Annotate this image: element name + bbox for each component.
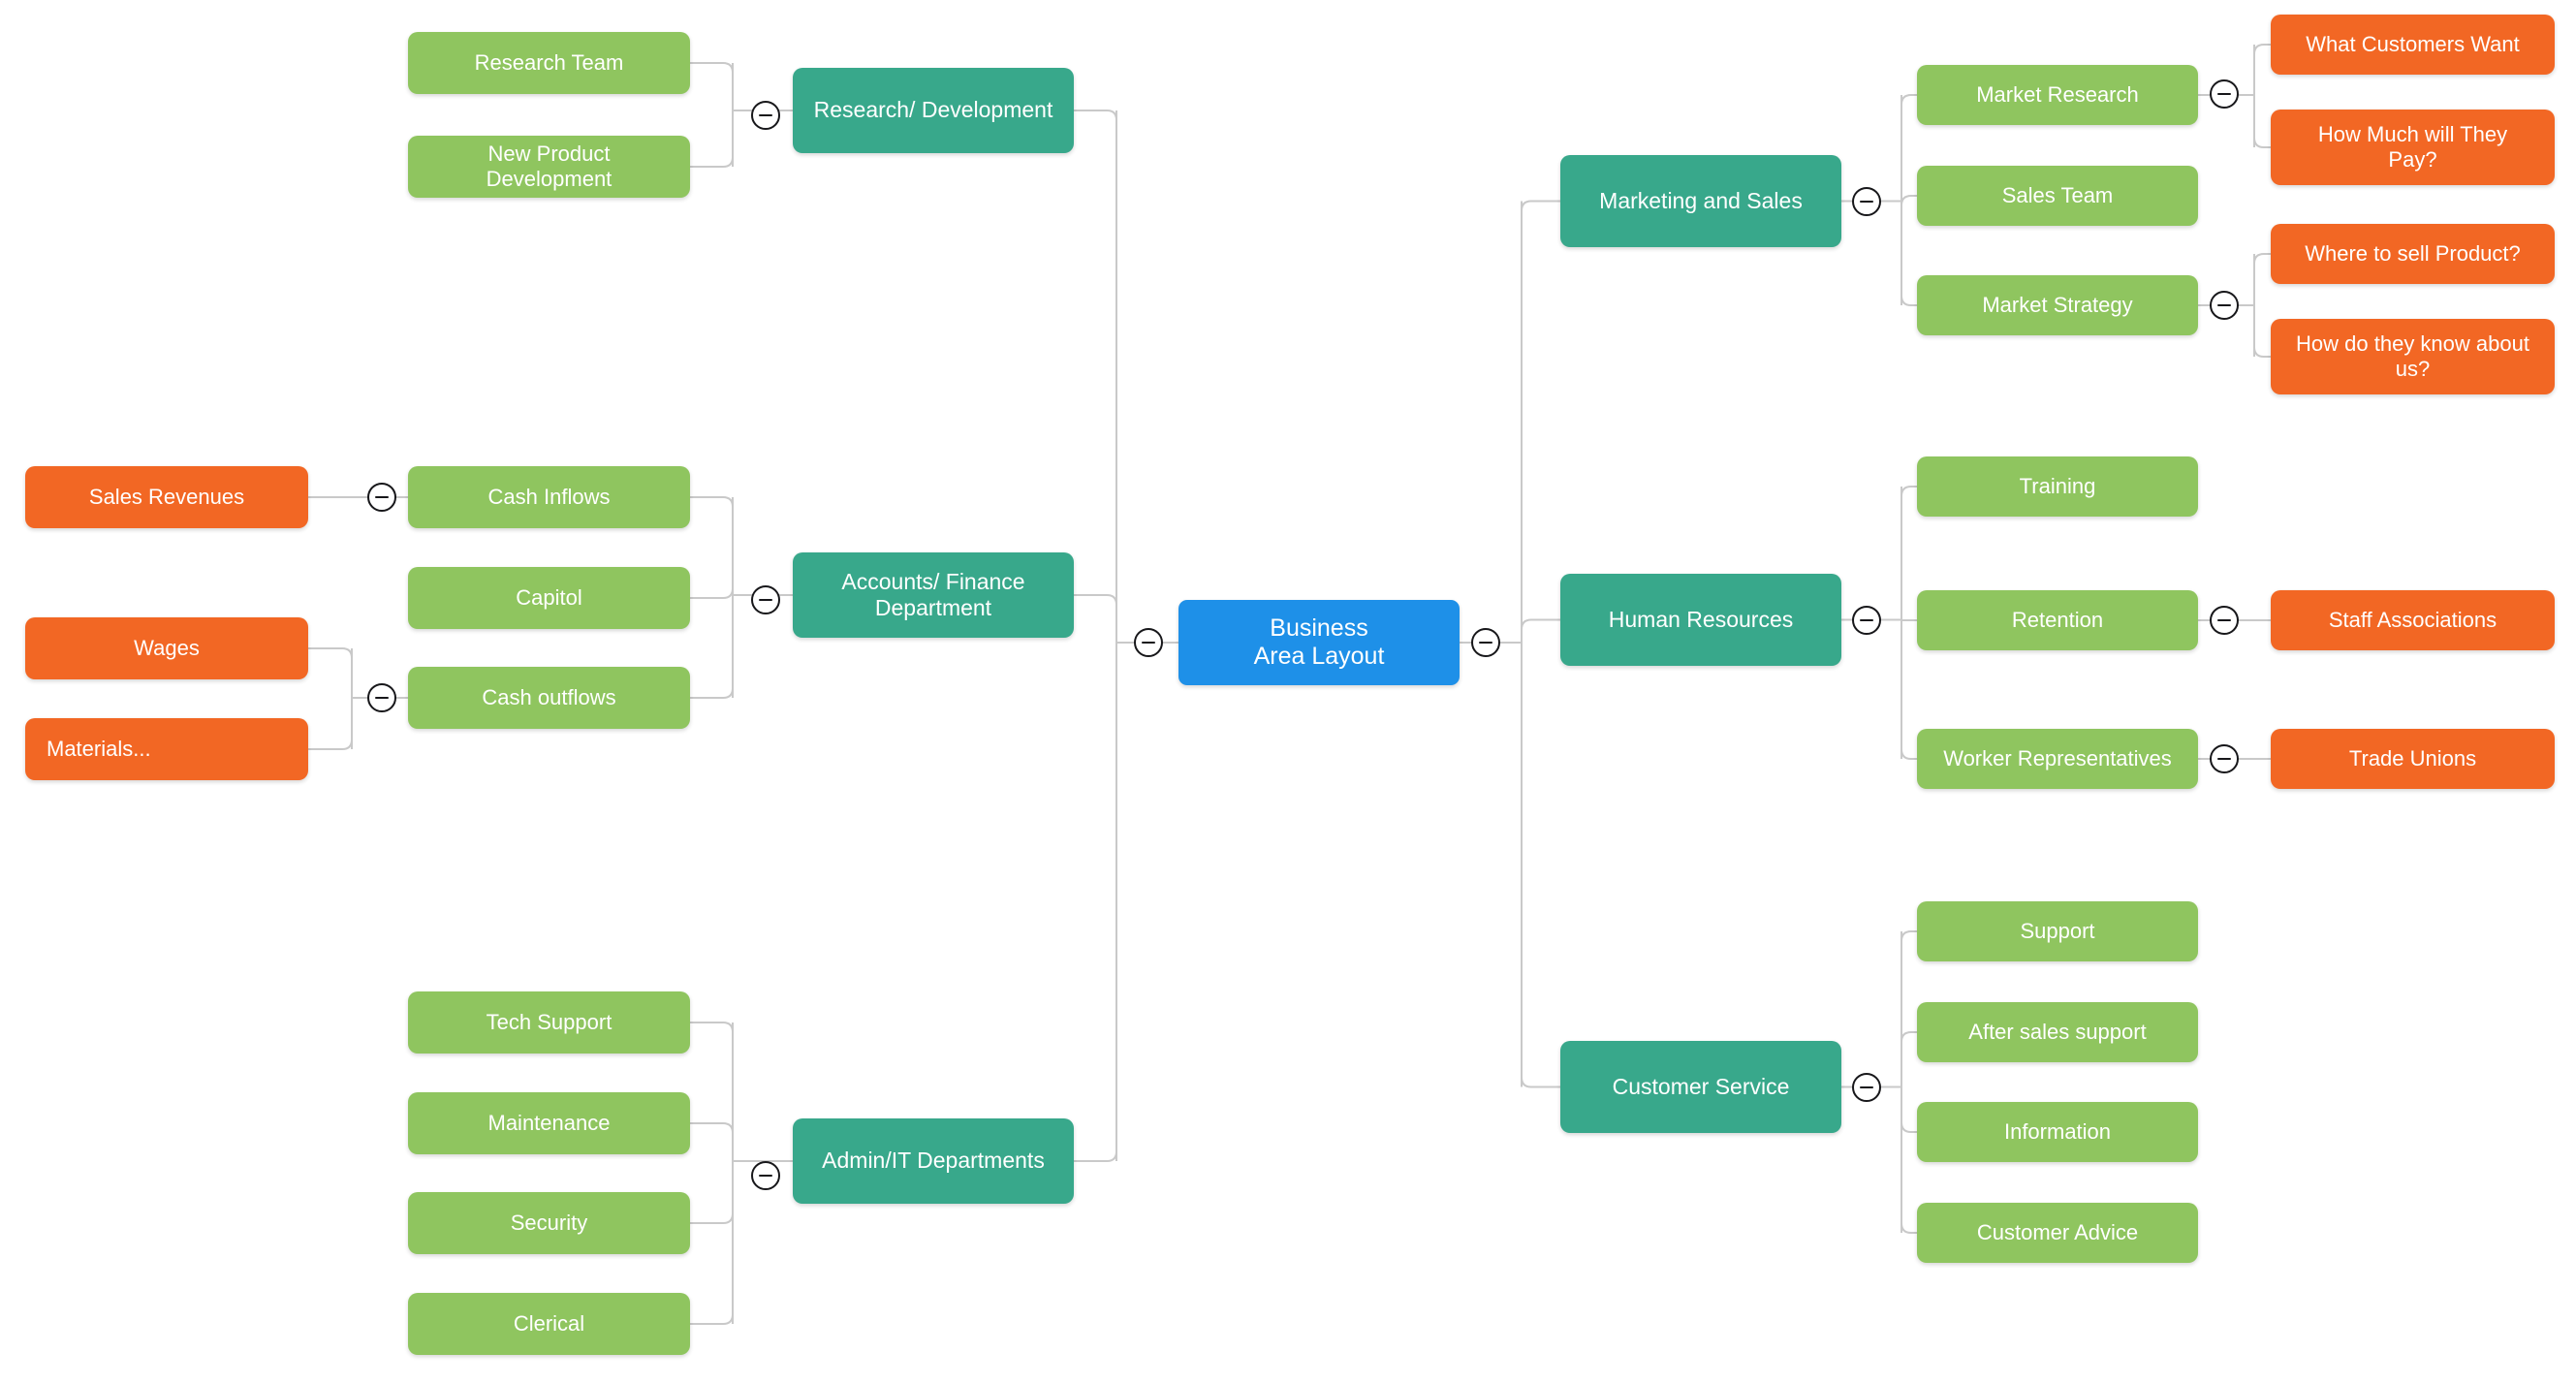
connector bbox=[1901, 1031, 1917, 1043]
toggle-research-development[interactable] bbox=[751, 101, 780, 130]
node-information[interactable]: Information bbox=[1917, 1102, 2198, 1162]
minus-icon bbox=[1860, 200, 1873, 204]
connector bbox=[1901, 94, 1917, 106]
connector bbox=[690, 1212, 734, 1224]
connector bbox=[1901, 295, 1917, 306]
node-security[interactable]: Security bbox=[408, 1192, 690, 1254]
node-after-sales-support[interactable]: After sales support bbox=[1917, 1002, 2198, 1062]
node-human-resources[interactable]: Human Resources bbox=[1560, 574, 1841, 666]
node-accounts-finance[interactable]: Accounts/ Finance Department bbox=[793, 552, 1074, 638]
toggle-human-resources[interactable] bbox=[1852, 606, 1881, 635]
node-sales-team[interactable]: Sales Team bbox=[1917, 166, 2198, 226]
node-research-development[interactable]: Research/ Development bbox=[793, 68, 1074, 153]
connector bbox=[1521, 200, 1560, 211]
node-research-team[interactable]: Research Team bbox=[408, 32, 690, 94]
node-worker-representatives[interactable]: Worker Representatives bbox=[1917, 729, 2198, 789]
node-materials[interactable]: Materials... bbox=[25, 718, 308, 780]
toggle-root-left[interactable] bbox=[1134, 628, 1163, 657]
toggle-worker-representatives[interactable] bbox=[2210, 744, 2239, 773]
minus-icon bbox=[759, 598, 772, 602]
connector bbox=[308, 739, 353, 750]
node-what-customers-want[interactable]: What Customers Want bbox=[2271, 15, 2555, 75]
minus-icon bbox=[1860, 618, 1873, 622]
node-retention[interactable]: Retention bbox=[1917, 590, 2198, 650]
minus-icon bbox=[2217, 757, 2231, 761]
node-market-research[interactable]: Market Research bbox=[1917, 65, 2198, 125]
connector bbox=[1901, 486, 1917, 497]
connector bbox=[1521, 618, 1560, 630]
connector bbox=[1901, 748, 1917, 760]
connector bbox=[1074, 110, 1117, 121]
connector bbox=[690, 156, 734, 168]
node-tech-support[interactable]: Tech Support bbox=[408, 991, 690, 1054]
node-clerical[interactable]: Clerical bbox=[408, 1293, 690, 1355]
minus-icon bbox=[1479, 641, 1492, 645]
connector bbox=[1901, 930, 1917, 942]
minus-icon bbox=[375, 495, 389, 499]
toggle-admin-it[interactable] bbox=[751, 1161, 780, 1190]
connector bbox=[690, 1313, 734, 1325]
node-trade-unions[interactable]: Trade Unions bbox=[2271, 729, 2555, 789]
connector bbox=[1521, 1077, 1560, 1088]
toggle-cash-inflows[interactable] bbox=[367, 483, 396, 512]
node-sales-revenues[interactable]: Sales Revenues bbox=[25, 466, 308, 528]
node-market-strategy[interactable]: Market Strategy bbox=[1917, 275, 2198, 335]
node-maintenance[interactable]: Maintenance bbox=[408, 1092, 690, 1154]
connector bbox=[2253, 44, 2271, 55]
node-customer-service[interactable]: Customer Service bbox=[1560, 1041, 1841, 1133]
node-cash-outflows[interactable]: Cash outflows bbox=[408, 667, 690, 729]
toggle-accounts-finance[interactable] bbox=[751, 585, 780, 614]
node-new-product-development[interactable]: New Product Development bbox=[408, 136, 690, 198]
connector bbox=[1074, 594, 1117, 606]
connector bbox=[690, 496, 734, 508]
node-where-to-sell-product[interactable]: Where to sell Product? bbox=[2271, 224, 2555, 284]
connector bbox=[2253, 346, 2271, 358]
node-root[interactable]: Business Area Layout bbox=[1178, 600, 1460, 685]
node-capitol[interactable]: Capitol bbox=[408, 567, 690, 629]
minus-icon bbox=[759, 1174, 772, 1178]
toggle-customer-service[interactable] bbox=[1852, 1073, 1881, 1102]
toggle-market-strategy[interactable] bbox=[2210, 291, 2239, 320]
minus-icon bbox=[2217, 618, 2231, 622]
connector bbox=[1074, 1150, 1117, 1162]
connector bbox=[690, 1122, 734, 1134]
connector bbox=[690, 1022, 734, 1033]
connector bbox=[2253, 137, 2271, 148]
toggle-marketing-sales[interactable] bbox=[1852, 187, 1881, 216]
minus-icon bbox=[2217, 303, 2231, 307]
connector bbox=[308, 647, 353, 659]
node-marketing-and-sales[interactable]: Marketing and Sales bbox=[1560, 155, 1841, 247]
node-training[interactable]: Training bbox=[1917, 456, 2198, 517]
connector bbox=[690, 687, 734, 699]
connector bbox=[690, 587, 734, 599]
connector bbox=[690, 62, 734, 74]
connector bbox=[1901, 1121, 1917, 1133]
minus-icon bbox=[759, 113, 772, 117]
toggle-market-research[interactable] bbox=[2210, 79, 2239, 109]
connector bbox=[1901, 195, 1917, 206]
toggle-root-right[interactable] bbox=[1471, 628, 1500, 657]
node-cash-inflows[interactable]: Cash Inflows bbox=[408, 466, 690, 528]
node-how-much-will-they-pay[interactable]: How Much will They Pay? bbox=[2271, 110, 2555, 185]
node-admin-it-departments[interactable]: Admin/IT Departments bbox=[793, 1118, 1074, 1204]
node-staff-associations[interactable]: Staff Associations bbox=[2271, 590, 2555, 650]
connector bbox=[2253, 253, 2271, 265]
minus-icon bbox=[1142, 641, 1155, 645]
toggle-retention[interactable] bbox=[2210, 606, 2239, 635]
minus-icon bbox=[375, 696, 389, 700]
toggle-cash-outflows[interactable] bbox=[367, 683, 396, 712]
node-support[interactable]: Support bbox=[1917, 901, 2198, 961]
node-how-do-they-know-about-us[interactable]: How do they know about us? bbox=[2271, 319, 2555, 394]
minus-icon bbox=[1860, 1085, 1873, 1089]
node-wages[interactable]: Wages bbox=[25, 617, 308, 679]
node-customer-advice[interactable]: Customer Advice bbox=[1917, 1203, 2198, 1263]
minus-icon bbox=[2217, 92, 2231, 96]
connector bbox=[1901, 1222, 1917, 1234]
